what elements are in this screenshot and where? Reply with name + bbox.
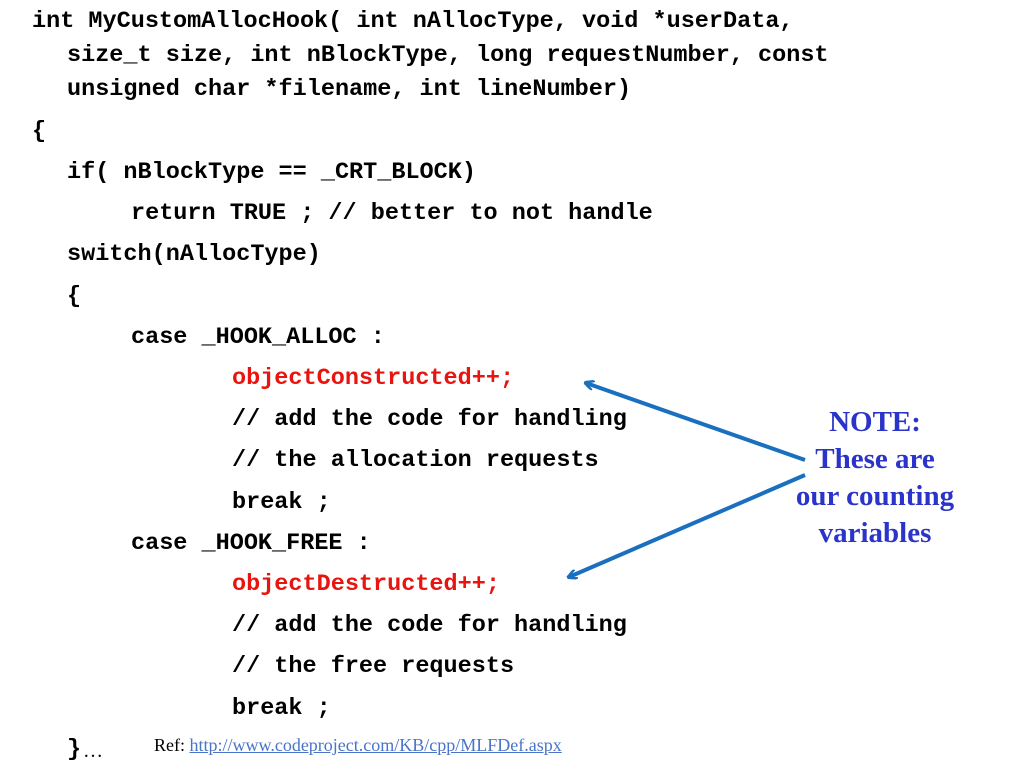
code-line-2: size_t size, int nBlockType, long reques…	[67, 42, 829, 69]
code-line-7: switch(nAllocType)	[67, 241, 321, 268]
code-line-6: return TRUE ; // better to not handle	[131, 200, 653, 227]
reference: Ref: http://www.codeproject.com/KB/cpp/M…	[154, 735, 562, 756]
code-line-4: {	[32, 118, 47, 145]
code-line-5: if( nBlockType == _CRT_BLOCK)	[67, 159, 476, 186]
ellipsis: …	[83, 740, 103, 762]
code-line-18: break ;	[232, 695, 331, 722]
code-line-1: int MyCustomAllocHook( int nAllocType, v…	[32, 8, 794, 35]
note-line-1: NOTE:	[829, 406, 921, 438]
code-line-3: unsigned char *filename, int lineNumber)	[67, 76, 632, 103]
note-callout: NOTE: These are our counting variables	[770, 404, 980, 552]
code-line-19: }	[67, 736, 82, 763]
code-line-object-destructed: objectDestructed++;	[232, 571, 500, 598]
ref-link[interactable]: http://www.codeproject.com/KB/cpp/MLFDef…	[189, 735, 562, 755]
code-line-11: // add the code for handling	[232, 406, 627, 433]
note-line-2: These are	[815, 443, 935, 475]
note-line-3: our counting	[795, 480, 955, 512]
code-line-13: break ;	[232, 489, 331, 516]
code-line-14: case _HOOK_FREE :	[131, 530, 371, 557]
ref-label: Ref:	[154, 735, 185, 755]
code-line-17: // the free requests	[232, 653, 515, 680]
code-line-object-constructed: objectConstructed++;	[232, 365, 515, 392]
code-line-8: {	[67, 283, 82, 310]
code-line-9: case _HOOK_ALLOC :	[131, 324, 385, 351]
code-line-12: // the allocation requests	[232, 447, 599, 474]
code-line-16: // add the code for handling	[232, 612, 627, 639]
note-line-4: variables	[818, 517, 932, 549]
